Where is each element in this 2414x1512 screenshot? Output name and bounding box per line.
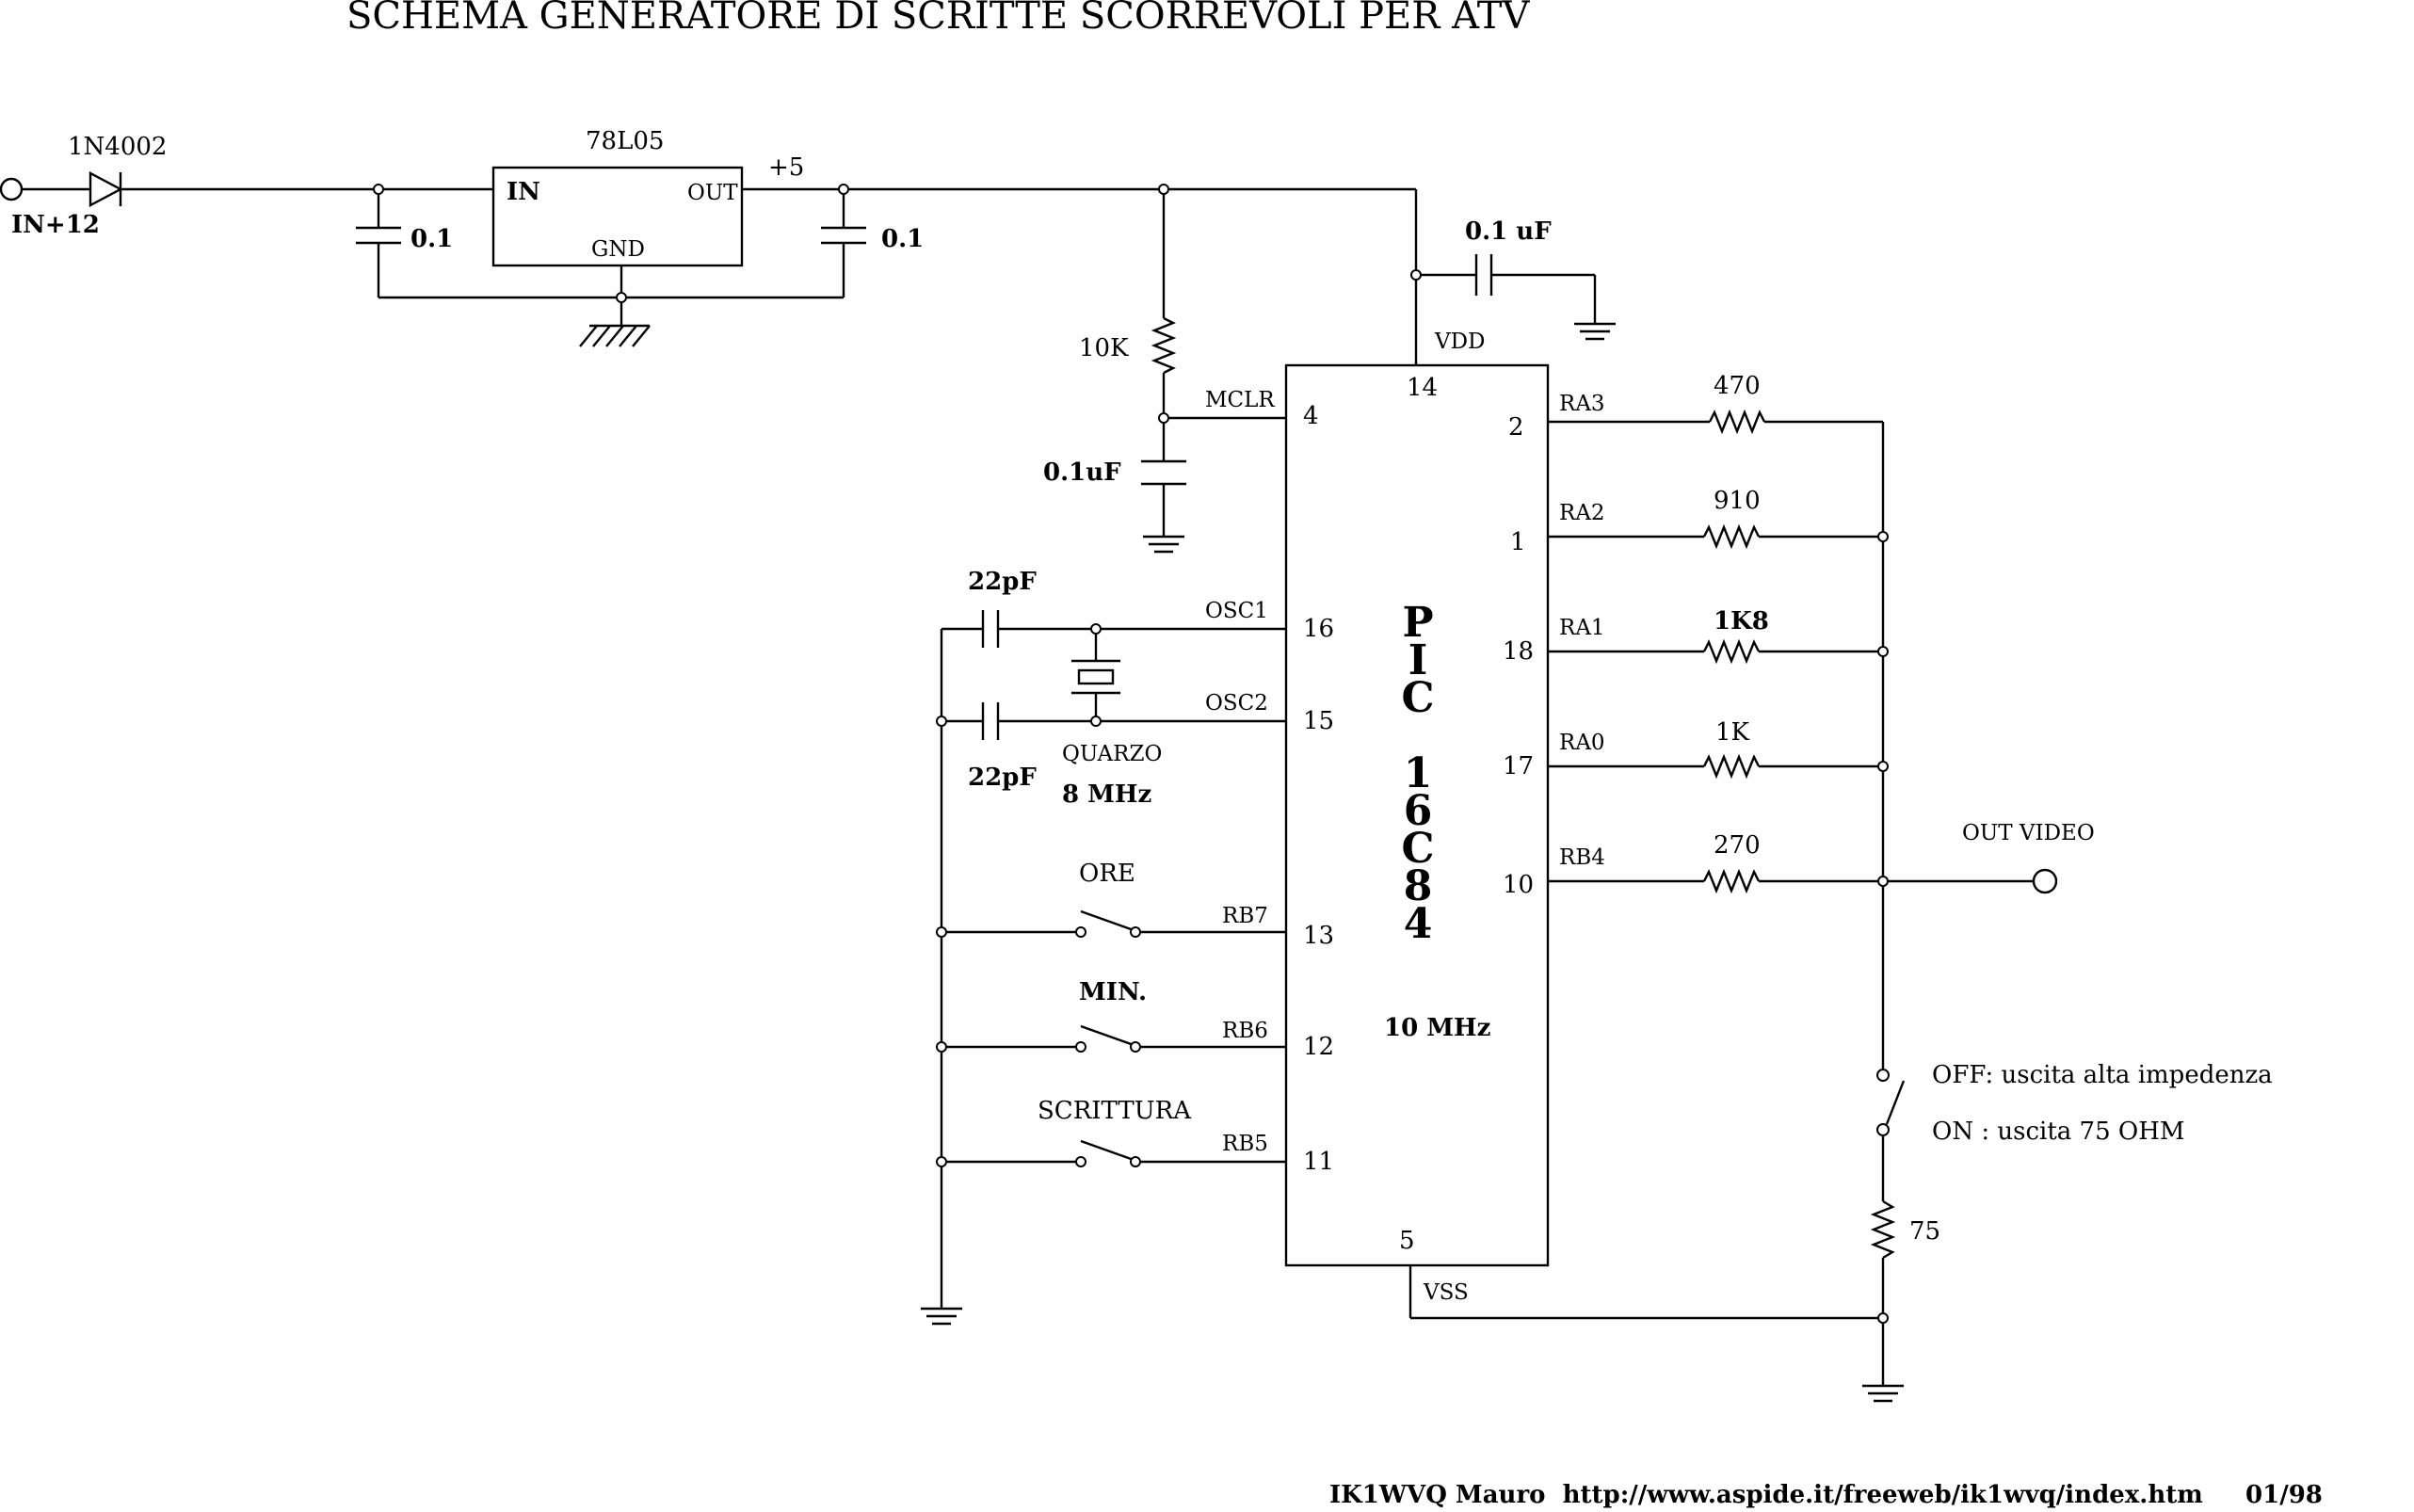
ra2-signal-label: RA2 bbox=[1559, 501, 1605, 525]
regulator-name: 78L05 bbox=[586, 127, 664, 155]
rb7-pin-number: 13 bbox=[1303, 922, 1334, 950]
rb4-signal-label: RB4 bbox=[1559, 845, 1605, 870]
rb4-resistor-symbol bbox=[1702, 868, 1761, 894]
termination-switch-symbol bbox=[1876, 1069, 1906, 1136]
rb4-resistor-label: 270 bbox=[1714, 831, 1761, 860]
ra1-pin-number: 18 bbox=[1503, 637, 1534, 666]
ic-body bbox=[1284, 363, 1550, 1267]
regulator-out-label: OUT bbox=[687, 181, 738, 205]
crystal-label: QUARZO bbox=[1062, 742, 1162, 766]
switch-scrittura-label: SCRITTURA bbox=[1038, 1097, 1192, 1125]
switch-ore-label: ORE bbox=[1079, 860, 1135, 888]
ra0-resistor-label: 1K bbox=[1715, 718, 1750, 747]
ra0-pin-number: 17 bbox=[1503, 752, 1534, 780]
termination-resistor-symbol bbox=[1870, 1199, 1896, 1260]
mclr-signal-label: MCLR bbox=[1205, 388, 1275, 412]
ra2-resistor-label: 910 bbox=[1714, 487, 1761, 515]
ra2-resistor-symbol bbox=[1702, 523, 1761, 550]
rb7-signal-label: RB7 bbox=[1222, 904, 1268, 928]
termination-resistor-label: 75 bbox=[1909, 1217, 1940, 1246]
reset-resistor-label: 10K bbox=[1079, 334, 1129, 362]
crystal-symbol bbox=[1071, 659, 1120, 695]
osc1-pin-number: 16 bbox=[1303, 615, 1334, 643]
ra3-resistor-label: 470 bbox=[1714, 372, 1761, 400]
ground-icon bbox=[1574, 322, 1616, 341]
diode-label: 1N4002 bbox=[68, 133, 167, 161]
vdd-label: VDD bbox=[1434, 330, 1486, 354]
power-input-label: IN+12 bbox=[11, 211, 100, 239]
rb6-pin-number: 12 bbox=[1303, 1033, 1334, 1061]
reset-capacitor-symbol bbox=[1141, 459, 1186, 486]
ra2-pin-number: 1 bbox=[1510, 528, 1526, 556]
rb5-signal-label: RB5 bbox=[1222, 1132, 1268, 1156]
ic-name-letter: 4 bbox=[1404, 900, 1433, 948]
vdd-pin-number: 14 bbox=[1407, 374, 1438, 402]
ra1-signal-label: RA1 bbox=[1559, 616, 1605, 640]
switch-min-label: MIN. bbox=[1079, 978, 1147, 1006]
ra1-resistor-label: 1K8 bbox=[1714, 607, 1769, 635]
video-output-label: OUT VIDEO bbox=[1962, 821, 2095, 845]
output-capacitor-label: 0.1 bbox=[881, 225, 924, 253]
ra0-resistor-symbol bbox=[1702, 753, 1761, 780]
ic-name-letter: 8 bbox=[1404, 862, 1433, 910]
osc2-capacitor-label: 22pF bbox=[968, 764, 1037, 792]
video-output-terminal bbox=[2032, 868, 2058, 894]
osc1-capacitor-label: 22pF bbox=[968, 568, 1037, 596]
regulator-box bbox=[491, 166, 744, 267]
ic-name-letter: C bbox=[1401, 674, 1434, 722]
footer-credit: IK1WVQ Mauro http://www.aspide.it/freewe… bbox=[1329, 1481, 2323, 1509]
rb4-pin-number: 10 bbox=[1503, 871, 1534, 899]
ground-icon bbox=[1143, 535, 1184, 554]
reset-resistor-symbol bbox=[1151, 316, 1177, 375]
ra0-signal-label: RA0 bbox=[1559, 731, 1605, 755]
reset-capacitor-label: 0.1uF bbox=[1043, 458, 1121, 487]
osc1-capacitor-symbol bbox=[981, 610, 1000, 648]
switch-off-note: OFF: uscita alta impedenza bbox=[1932, 1061, 2273, 1089]
switch-ore-symbol bbox=[1075, 909, 1141, 938]
ra3-pin-number: 2 bbox=[1508, 413, 1524, 442]
switch-min-symbol bbox=[1075, 1024, 1141, 1053]
ra3-signal-label: RA3 bbox=[1559, 392, 1605, 416]
ic-name-letter: 6 bbox=[1404, 787, 1433, 835]
vdd-capacitor-label: 0.1 uF bbox=[1465, 217, 1552, 246]
rb5-pin-number: 11 bbox=[1303, 1148, 1334, 1176]
input-capacitor-symbol bbox=[356, 226, 401, 245]
ic-clock-label: 10 MHz bbox=[1384, 1014, 1490, 1042]
ic-name-letter: 1 bbox=[1404, 749, 1433, 797]
ra1-resistor-symbol bbox=[1702, 638, 1761, 665]
diagram-title: SCHEMA GENERATORE DI SCRITTE SCORREVOLI … bbox=[346, 0, 1530, 38]
vss-label: VSS bbox=[1423, 1280, 1469, 1305]
ra3-resistor-symbol bbox=[1708, 409, 1766, 435]
ground-icon bbox=[1862, 1384, 1904, 1403]
junction-dots bbox=[373, 184, 1889, 1324]
crystal-frequency: 8 MHz bbox=[1062, 780, 1151, 809]
ground-icon bbox=[921, 1307, 962, 1326]
input-capacitor-label: 0.1 bbox=[410, 225, 453, 253]
rb6-signal-label: RB6 bbox=[1222, 1019, 1268, 1043]
ic-name-letter: P bbox=[1402, 599, 1433, 647]
switch-scrittura-symbol bbox=[1075, 1139, 1141, 1167]
regulator-gnd-label: GND bbox=[591, 237, 645, 262]
osc2-capacitor-symbol bbox=[981, 702, 1000, 740]
output-capacitor-symbol bbox=[821, 226, 866, 245]
mclr-pin-number: 4 bbox=[1303, 402, 1319, 430]
power-input-terminal bbox=[0, 177, 24, 201]
switch-on-note: ON : uscita 75 OHM bbox=[1932, 1118, 2185, 1146]
ic-name-letter: C bbox=[1401, 825, 1434, 873]
chassis-ground-icon bbox=[579, 324, 651, 347]
osc2-pin-number: 15 bbox=[1303, 707, 1334, 735]
rail-label: +5 bbox=[768, 153, 804, 182]
ic-name-vertical: P I C 1 6 C 8 4 bbox=[1401, 599, 1434, 948]
osc1-signal-label: OSC1 bbox=[1205, 599, 1268, 623]
vdd-capacitor-symbol bbox=[1474, 254, 1493, 296]
regulator-in-label: IN bbox=[507, 178, 540, 206]
ic-name-letter: I bbox=[1408, 636, 1428, 684]
vss-pin-number: 5 bbox=[1399, 1227, 1415, 1255]
diode-symbol bbox=[89, 171, 123, 207]
osc2-signal-label: OSC2 bbox=[1205, 691, 1268, 716]
